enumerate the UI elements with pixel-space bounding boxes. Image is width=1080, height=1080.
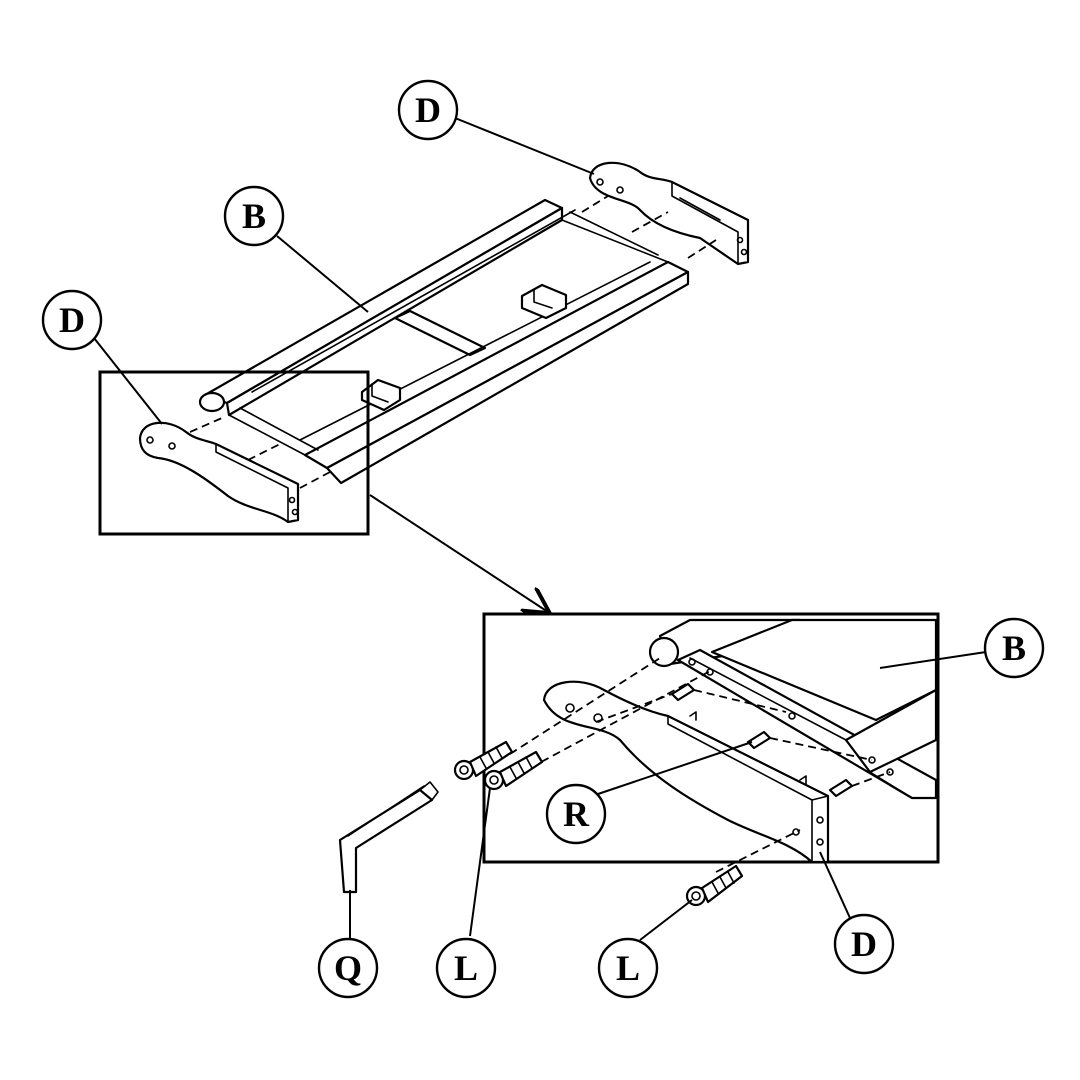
svg-text:B: B — [1002, 628, 1026, 668]
leg-d-left — [138, 421, 300, 524]
svg-text:B: B — [242, 196, 266, 236]
callout-r-detail: R — [545, 783, 607, 845]
detail-leg-d — [542, 680, 830, 864]
bolt-l-2 — [483, 750, 544, 791]
callout-l-right: L — [597, 937, 659, 999]
svg-text:Q: Q — [334, 948, 362, 988]
leg-d-top — [588, 161, 750, 266]
callout-d-top: D — [397, 79, 459, 141]
dowel-pins-r — [670, 682, 854, 798]
zoom-arrow — [369, 494, 548, 612]
callout-d-left: D — [41, 289, 103, 351]
detail-frame-large — [482, 612, 940, 864]
seat-frame-b — [198, 198, 690, 485]
callout-b-detail: B — [983, 617, 1045, 679]
callout-l-left: L — [435, 937, 497, 999]
svg-text:D: D — [415, 90, 441, 130]
svg-text:D: D — [851, 924, 877, 964]
svg-text:L: L — [616, 948, 640, 988]
svg-text:L: L — [454, 948, 478, 988]
callout-q-wrench: Q — [317, 937, 379, 999]
bolt-l-3 — [685, 864, 744, 907]
callout-d-detail: D — [833, 913, 895, 975]
svg-text:D: D — [59, 300, 85, 340]
svg-text:R: R — [563, 794, 590, 834]
callout-b-top: B — [223, 185, 285, 247]
detail-seat-frame-b — [648, 618, 938, 800]
allen-wrench-q — [338, 781, 439, 894]
bolt-l-1 — [453, 740, 514, 781]
leader-lines — [93, 117, 987, 941]
detail-frame-small — [98, 370, 370, 536]
